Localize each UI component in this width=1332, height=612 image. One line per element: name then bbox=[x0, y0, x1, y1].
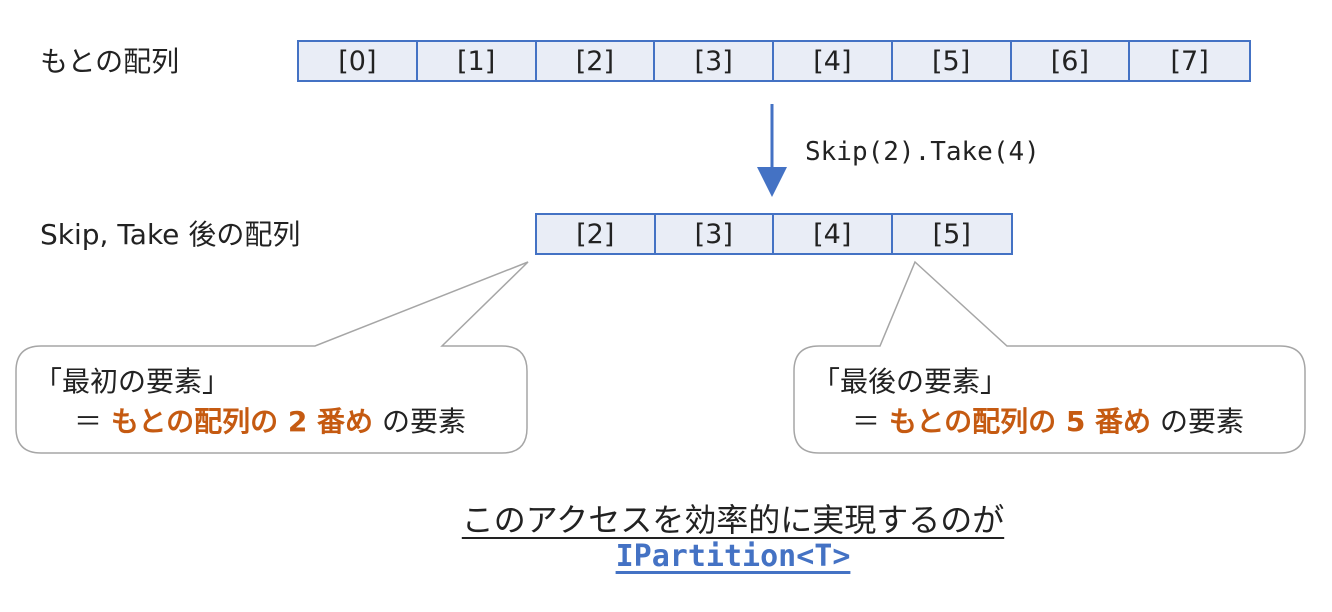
equals-sign: ＝ bbox=[852, 405, 881, 438]
result-array-label: Skip, Take 後の配列 bbox=[40, 218, 301, 251]
result-cell: [4] bbox=[774, 215, 893, 253]
interface-name: IPartition<T> bbox=[0, 539, 1332, 574]
conclusion-underlined: このアクセスを効率的に実現するのが bbox=[461, 501, 1005, 539]
callout-last-bubble bbox=[793, 260, 1306, 454]
callout-last: 「最後の要素」 ＝ もとの配列の 5 番め の要素 bbox=[812, 362, 1244, 442]
original-cell: [7] bbox=[1170, 45, 1209, 77]
callout-last-title: 「最後の要素」 bbox=[812, 365, 1009, 398]
original-array: [0] [1] [2] [3] [4] [5] [6] [7] bbox=[297, 40, 1251, 82]
operation-label: Skip(2).Take(4) bbox=[805, 137, 1040, 167]
callout-first: 「最初の要素」 ＝ もとの配列の 2 番め の要素 bbox=[34, 362, 466, 442]
equals-sign: ＝ bbox=[74, 405, 103, 438]
conclusion-text: このアクセスを効率的に実現するのが bbox=[0, 495, 1332, 541]
callout-last-emphasis: もとの配列の 5 番め bbox=[888, 405, 1152, 438]
original-cell: [5] bbox=[893, 42, 1012, 80]
callout-first-suffix: の要素 bbox=[381, 405, 466, 438]
original-cell: [1] bbox=[418, 42, 537, 80]
callout-first-detail: ＝ もとの配列の 2 番め の要素 bbox=[34, 402, 466, 442]
callout-first-bubble bbox=[15, 261, 529, 454]
result-cell: [2] bbox=[537, 215, 656, 253]
callout-last-detail: ＝ もとの配列の 5 番め の要素 bbox=[812, 402, 1244, 442]
callout-last-suffix: の要素 bbox=[1159, 405, 1244, 438]
original-cell: [4] bbox=[774, 42, 893, 80]
original-cell: [2] bbox=[537, 42, 656, 80]
result-array: [2] [3] [4] [5] bbox=[535, 213, 1013, 255]
callout-first-emphasis: もとの配列の 2 番め bbox=[110, 405, 374, 438]
result-cell: [3] bbox=[656, 215, 774, 253]
original-cell: [0] bbox=[299, 42, 418, 80]
original-cell: [3] bbox=[655, 42, 774, 80]
original-array-label: もとの配列 bbox=[40, 45, 180, 78]
interface-name-text: IPartition<T> bbox=[615, 539, 851, 574]
result-cell: [5] bbox=[932, 218, 971, 250]
callout-first-title: 「最初の要素」 bbox=[34, 365, 231, 398]
original-cell: [6] bbox=[1012, 42, 1131, 80]
